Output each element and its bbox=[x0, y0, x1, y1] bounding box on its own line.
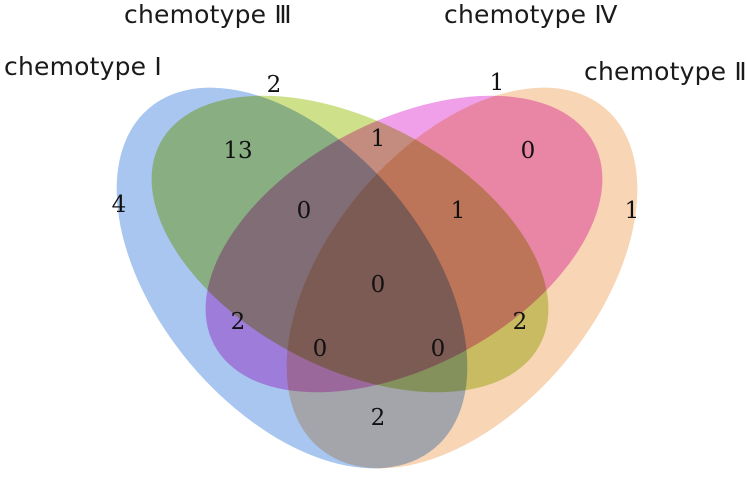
set-label-chemotype-2: chemotype Ⅱ bbox=[584, 57, 747, 86]
region-count-only-1: 4 bbox=[111, 192, 127, 218]
region-count-only-4: 1 bbox=[489, 70, 505, 96]
region-count-1-4: 2 bbox=[230, 309, 246, 335]
region-count-3-2: 2 bbox=[512, 309, 528, 335]
region-count-4-2: 0 bbox=[520, 138, 536, 164]
set-label-chemotype-4: chemotype Ⅳ bbox=[444, 0, 618, 29]
ellipse-chemotype-2[interactable] bbox=[217, 22, 706, 483]
region-count-1-2: 2 bbox=[370, 405, 386, 431]
region-count-1-4-2: 0 bbox=[312, 336, 328, 362]
region-count-3-4-2: 1 bbox=[450, 198, 466, 224]
region-count-only-2: 1 bbox=[624, 198, 640, 224]
region-count-all-four: 0 bbox=[370, 272, 386, 298]
region-count-3-4: 1 bbox=[370, 126, 386, 152]
region-count-1-3-2: 0 bbox=[430, 336, 446, 362]
region-count-1-3-4: 0 bbox=[296, 198, 312, 224]
set-label-chemotype-1: chemotype Ⅰ bbox=[4, 52, 162, 81]
region-count-only-3: 2 bbox=[266, 72, 282, 98]
region-count-1-3: 13 bbox=[223, 138, 253, 164]
set-label-chemotype-3: chemotype Ⅲ bbox=[124, 0, 292, 29]
